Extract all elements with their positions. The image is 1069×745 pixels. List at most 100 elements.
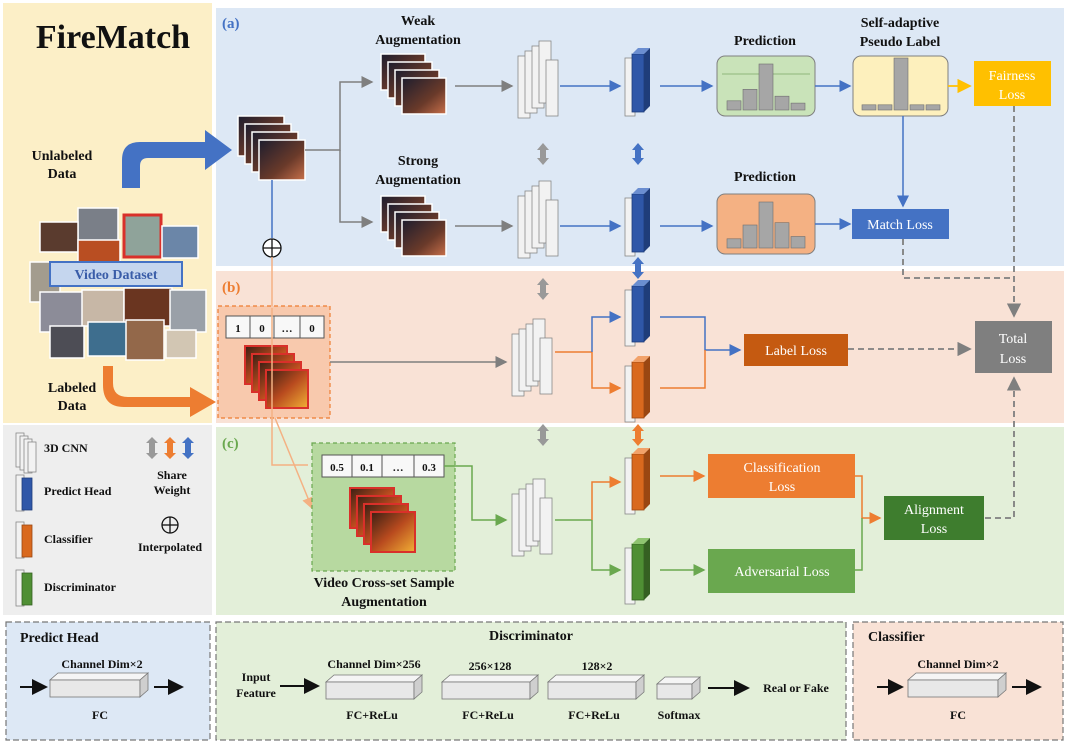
prediction-top-histogram bbox=[726, 63, 806, 111]
pseudo-label-histogram bbox=[861, 57, 941, 111]
histogram-bar bbox=[790, 236, 806, 249]
histogram-bar bbox=[726, 238, 742, 249]
label-loss-label: Label Loss bbox=[765, 344, 827, 359]
classification-loss-box bbox=[708, 454, 855, 498]
fairness-loss-line1: Fairness bbox=[989, 69, 1036, 84]
soft-label-cell-1: 0.5 bbox=[330, 462, 344, 474]
share-weight-classifier-bc bbox=[632, 424, 644, 446]
total-loss-line1: Total bbox=[999, 332, 1028, 347]
legend-share-weight-icon bbox=[146, 437, 194, 459]
cnn-c-to-discriminator bbox=[591, 520, 622, 576]
cross-set-clip-stack bbox=[349, 487, 416, 553]
video-dataset-collage: Video Dataset bbox=[29, 207, 207, 361]
classification-loss-line1: Classification bbox=[744, 461, 821, 476]
section-c-label: (c) bbox=[222, 436, 239, 452]
fairness-loss-line2: Loss bbox=[999, 88, 1025, 103]
diagram-title: FireMatch bbox=[36, 19, 190, 56]
share-weight-cnn-a bbox=[537, 143, 549, 165]
ph-detail-fc-block bbox=[48, 672, 150, 698]
histogram-bar bbox=[742, 89, 758, 111]
unlabeled-data-label-line2: Data bbox=[48, 167, 77, 182]
legend-predict-head-label: Predict Head bbox=[44, 484, 112, 498]
legend-discriminator-label: Discriminator bbox=[44, 580, 117, 594]
share-weight-head-a bbox=[632, 143, 644, 165]
legend-share-weight-line1: Share bbox=[157, 468, 187, 482]
video-dataset-label: Video Dataset bbox=[74, 268, 157, 283]
classification-loss-line2: Loss bbox=[769, 480, 795, 495]
classifier-cross bbox=[624, 448, 650, 515]
disc-dim3: 128×2 bbox=[582, 659, 613, 673]
cnn-labeled bbox=[511, 318, 553, 397]
cnn-strong bbox=[517, 180, 559, 259]
classifier-to-label-loss bbox=[660, 350, 706, 389]
cnn-b-to-head bbox=[591, 311, 622, 352]
share-weight-head-ab bbox=[632, 257, 644, 279]
unlabeled-data-label-line1: Unlabeled bbox=[32, 149, 93, 164]
disc-softmax-label: Softmax bbox=[658, 708, 701, 722]
weak-aug-label-line2: Augmentation bbox=[375, 33, 461, 48]
interpolation-symbol bbox=[262, 238, 282, 258]
disc-detail-title: Discriminator bbox=[489, 629, 573, 644]
disc-dim1: Channel Dim×256 bbox=[327, 657, 420, 671]
predict-head-labeled bbox=[624, 280, 650, 347]
discriminator-cross bbox=[624, 538, 650, 605]
cross-to-cnn-arrow bbox=[444, 465, 508, 526]
predict-head-weak bbox=[624, 48, 650, 117]
labeled-data-label-line2: Data bbox=[58, 399, 87, 414]
alignment-loss-line2: Loss bbox=[921, 522, 947, 537]
histogram-bar bbox=[861, 104, 877, 111]
strong-aug-label-line1: Strong bbox=[398, 154, 438, 169]
prediction-bottom-label: Prediction bbox=[734, 170, 796, 185]
cls-detail-fc-label: FC bbox=[950, 708, 966, 722]
fairness-loss-box bbox=[974, 61, 1051, 106]
legend-interpolated-icon bbox=[161, 516, 179, 534]
share-weight-cnn-ab bbox=[537, 278, 549, 300]
match-to-total-line bbox=[902, 239, 1014, 279]
strong-aug-label-line2: Augmentation bbox=[375, 173, 461, 188]
histogram-bar bbox=[790, 102, 806, 111]
histogram-bar bbox=[925, 104, 941, 111]
total-loss-box bbox=[975, 321, 1052, 373]
cls-detail-dim: Channel Dim×2 bbox=[917, 657, 998, 671]
share-weight-cnn-bc bbox=[537, 424, 549, 446]
histogram-bar bbox=[774, 222, 790, 249]
section-b-label: (b) bbox=[222, 280, 240, 296]
onehot-cell-4: 0 bbox=[309, 323, 315, 335]
unlabeled-arrow bbox=[122, 130, 232, 188]
adversarial-loss-box bbox=[708, 549, 855, 593]
onehot-vector: 1 0 … 0 bbox=[225, 315, 325, 339]
unlabeled-clip-stack bbox=[237, 115, 306, 181]
cnn-c-to-classifier bbox=[591, 476, 622, 520]
cross-aug-label-line1: Video Cross-set Sample bbox=[314, 576, 455, 591]
labeled-data-label-line1: Labeled bbox=[48, 381, 96, 396]
disc-input-line1: Input bbox=[242, 670, 271, 684]
disc-fc3-label: FC+ReLu bbox=[568, 708, 620, 722]
soft-label-vector: 0.5 0.1 … 0.3 bbox=[321, 454, 445, 478]
head-to-label-loss bbox=[660, 316, 742, 356]
disc-fc3-block bbox=[546, 674, 646, 700]
disc-dim2: 256×128 bbox=[469, 659, 512, 673]
legend-share-weight-line2: Weight bbox=[154, 483, 191, 497]
soft-label-cell-4: 0.3 bbox=[422, 462, 436, 474]
legend-classifier-icon bbox=[15, 521, 33, 559]
histogram-bar bbox=[877, 104, 893, 111]
legend-predict-head-icon bbox=[15, 474, 33, 512]
cls-detail-fc-block bbox=[906, 672, 1008, 698]
section-a-label: (a) bbox=[222, 16, 240, 32]
histogram-bar bbox=[758, 63, 774, 111]
adv-loss-to-alignment bbox=[855, 518, 863, 571]
video-dataset-box bbox=[49, 261, 183, 287]
disc-fc1-label: FC+ReLu bbox=[346, 708, 398, 722]
prediction-top-label: Prediction bbox=[734, 34, 796, 49]
histogram-bar bbox=[742, 224, 758, 249]
cnn-weak bbox=[517, 40, 559, 119]
legend-discriminator-icon bbox=[15, 569, 33, 607]
ph-detail-title: Predict Head bbox=[20, 631, 99, 646]
interp-to-cross-line bbox=[271, 308, 308, 466]
disc-fc2-label: FC+ReLu bbox=[462, 708, 514, 722]
predict-head-strong bbox=[624, 188, 650, 257]
cls-loss-to-alignment bbox=[855, 475, 882, 524]
weak-aug-label-line1: Weak bbox=[401, 14, 435, 29]
